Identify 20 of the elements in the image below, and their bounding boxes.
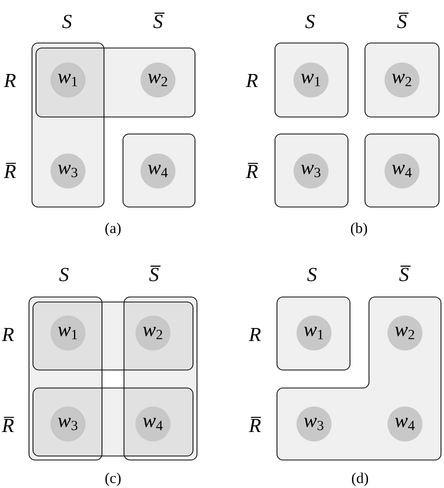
set-label: S̅	[149, 266, 161, 282]
set-label: R	[248, 328, 261, 341]
set-label: S	[307, 268, 317, 282]
panel-caption: (d)	[352, 472, 368, 486]
set-label: R̅	[2, 416, 14, 432]
set-label: R̅	[246, 162, 258, 178]
set-label: S	[59, 268, 69, 282]
set-label: S̅	[153, 12, 165, 28]
set-label: R̅	[4, 162, 16, 178]
panel-caption: (c)	[105, 472, 121, 486]
set-label: R	[246, 74, 258, 87]
set-label: R	[2, 328, 14, 341]
set-label: R̅	[248, 416, 262, 432]
set-label: S	[305, 14, 315, 28]
set-label: S̅	[399, 266, 411, 282]
set-label: R	[4, 74, 16, 87]
set-label: S	[62, 14, 72, 28]
panel-caption: (b)	[350, 222, 368, 236]
set-label: S̅	[397, 12, 409, 28]
panel-caption: (a)	[105, 222, 121, 236]
